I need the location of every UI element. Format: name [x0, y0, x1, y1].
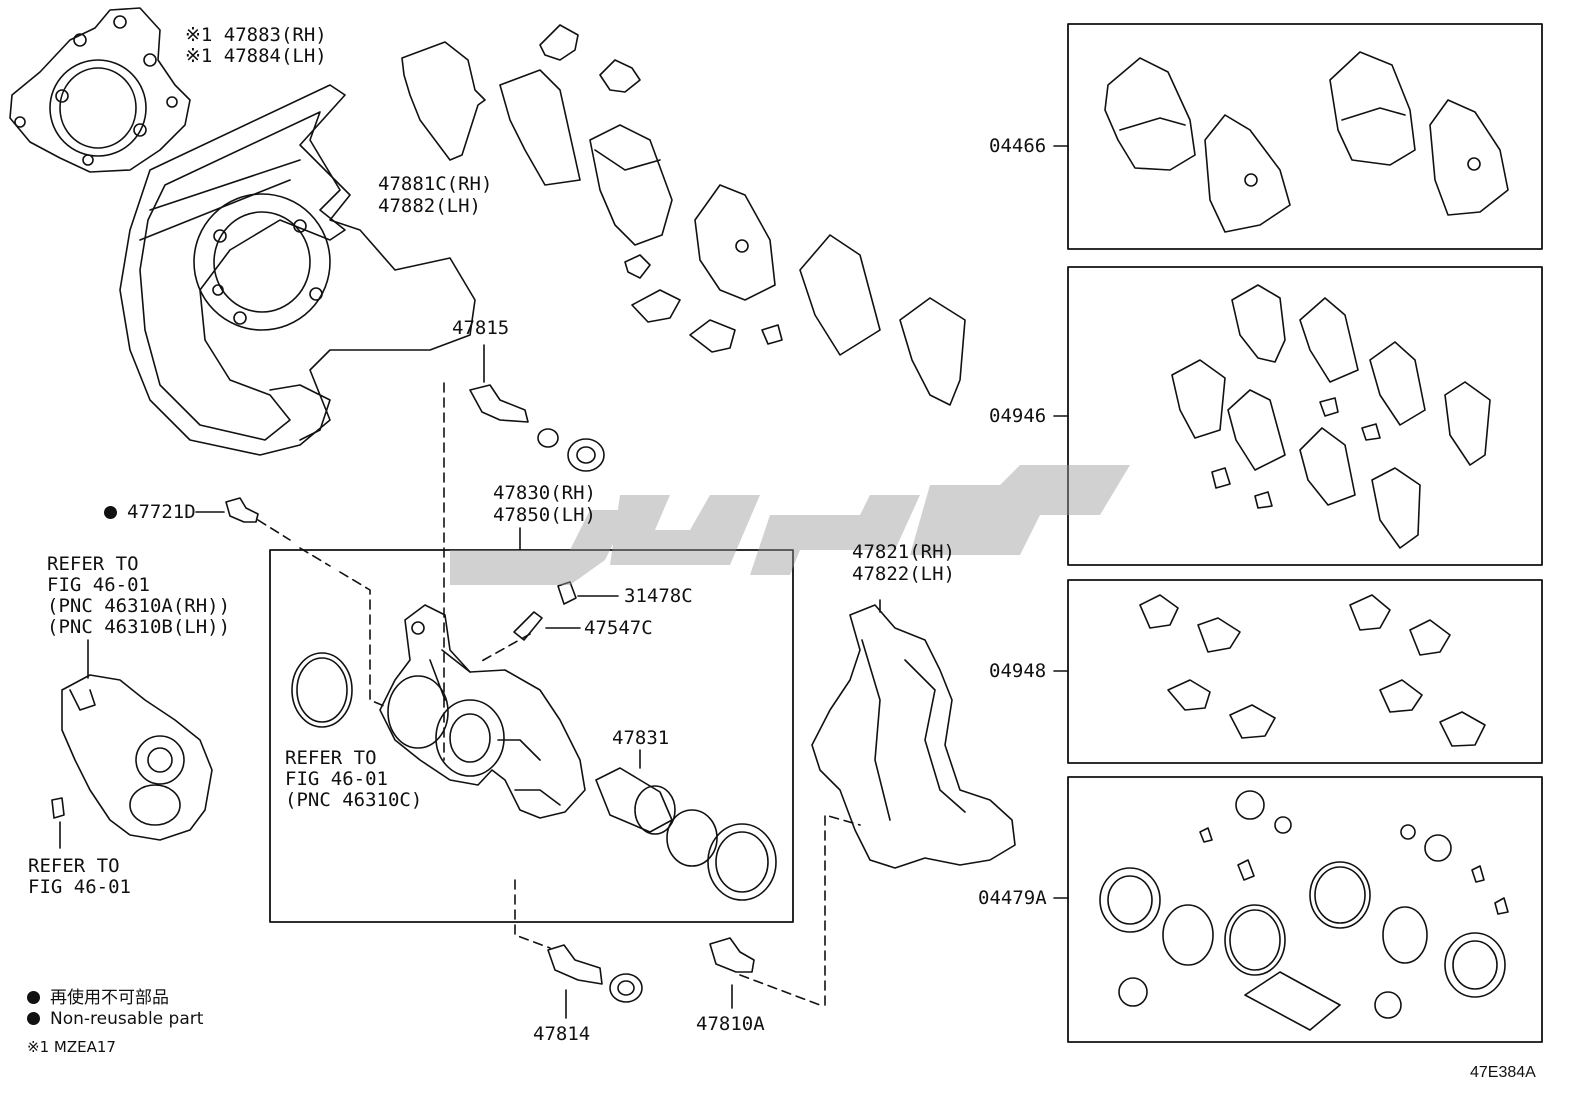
- o-ring-drawing: [291, 652, 353, 728]
- legend-jp: 再使用不可部品: [27, 983, 169, 1008]
- label-47831: 47831: [612, 727, 670, 749]
- watermark-logo: [450, 465, 1130, 585]
- pad-kit-04466-drawing: [1104, 51, 1509, 233]
- legend-en: Non-reusable part: [27, 1009, 203, 1029]
- kit-box-04479a: [1067, 776, 1543, 1043]
- label-04946: 04946: [989, 405, 1047, 427]
- bolt-47810a-drawing: [709, 937, 755, 1009]
- label-47822: 47822(LH): [852, 563, 955, 585]
- caliper-assembly-box: [269, 549, 794, 923]
- non-reusable-dot-icon: [104, 506, 117, 519]
- top-pad-set-drawing: [401, 24, 966, 406]
- kit-box-04948: [1067, 579, 1543, 764]
- legend-dot-icon: [27, 991, 40, 1004]
- label-04948: 04948: [989, 660, 1047, 682]
- label-47882: 47882(LH): [378, 195, 481, 217]
- bolt-47721d-drawing: [195, 497, 385, 707]
- seal-kit-04479a-drawing: [1099, 790, 1509, 1031]
- refer-ring-note: REFER TO FIG 46-01 (PNC 46310C): [285, 747, 423, 811]
- slide-pin-upper-drawing: [469, 344, 605, 472]
- clip-kit-04948-drawing: [1139, 594, 1486, 747]
- caliper-body-drawing: [379, 604, 586, 819]
- label-47881c: 47881C(RH): [378, 173, 493, 195]
- legend-note: ※1 MZEA17: [27, 1038, 116, 1056]
- mounting-plate-drawing: [9, 7, 191, 173]
- parking-motor-drawing: [51, 639, 213, 849]
- refer-bolt-note: REFER TO FIG 46-01: [28, 855, 131, 898]
- caliper-bracket-drawing: [811, 599, 1016, 869]
- label-47547c: 47547C: [584, 617, 653, 639]
- label-47810a: 47810A: [696, 1013, 765, 1035]
- label-47815: 47815: [452, 317, 510, 339]
- legend-dot-icon: [27, 1012, 40, 1025]
- label-47850: 47850(LH): [493, 504, 596, 526]
- label-47830: 47830(RH): [493, 482, 596, 504]
- label-04479a: 04479A: [978, 887, 1047, 909]
- label-47821: 47821(RH): [852, 541, 955, 563]
- slide-pin-lower-drawing: [547, 944, 643, 1019]
- label-47883: ※1 47883(RH): [185, 24, 327, 46]
- pad-kit-04946-drawing: [1171, 284, 1491, 549]
- label-47884: ※1 47884(LH): [185, 45, 327, 67]
- label-31478c: 31478C: [624, 585, 693, 607]
- dust-shield-drawing: [119, 84, 476, 456]
- bleeder-cap-drawing: [557, 581, 577, 605]
- bleeder-drawing: [513, 611, 543, 641]
- label-47721d: 47721D: [104, 502, 196, 523]
- label-47814: 47814: [533, 1023, 591, 1045]
- refer-motor-note: REFER TO FIG 46-01 (PNC 46310A(RH)) (PNC…: [47, 553, 231, 638]
- kit-box-04466: [1067, 23, 1543, 250]
- piston-drawing: [595, 749, 777, 901]
- label-04466: 04466: [989, 135, 1047, 157]
- figure-code: 47E384A: [1470, 1064, 1536, 1081]
